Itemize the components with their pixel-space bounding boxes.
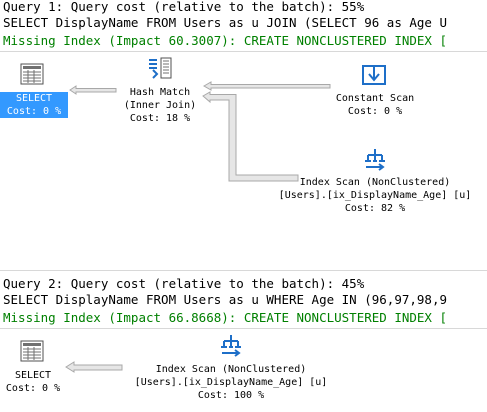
hash-match-icon[interactable] <box>147 56 173 80</box>
query1-sql: SELECT DisplayName FROM Users as u JOIN … <box>3 15 448 30</box>
query2-select-node[interactable]: SELECT Cost: 0 % <box>0 369 66 395</box>
query1-divider <box>0 51 487 52</box>
select-cost: Cost: 0 % <box>0 105 68 118</box>
hash-sub: (Inner Join) <box>123 100 197 111</box>
constant-label: Constant Scan <box>335 93 415 104</box>
select-icon[interactable] <box>20 340 44 362</box>
query2-sql: SELECT DisplayName FROM Users as u WHERE… <box>3 292 448 307</box>
select-label: SELECT <box>0 92 68 105</box>
index-cost: Cost: 100 % <box>197 390 265 401</box>
select-cost: Cost: 0 % <box>5 383 61 394</box>
query2-divider <box>0 328 487 329</box>
arrow-hash-to-select <box>69 85 117 95</box>
query1-arrows <box>69 81 331 182</box>
constant-scan-icon[interactable] <box>362 63 386 87</box>
index-scan-icon[interactable] <box>219 333 243 357</box>
index-scan-icon[interactable] <box>363 147 387 171</box>
query2-arrows <box>65 361 123 373</box>
index-object: [Users].[ix_DisplayName_Age] [u] <box>278 190 472 201</box>
query1-missing-index[interactable]: Missing Index (Impact 60.3007): CREATE N… <box>3 33 448 48</box>
hash-label: Hash Match <box>129 87 191 98</box>
index-label: Index Scan (NonClustered) <box>155 364 307 375</box>
query1-header: Query 1: Query cost (relative to the bat… <box>3 0 365 14</box>
hash-cost: Cost: 18 % <box>129 113 191 124</box>
arrow-index-to-select <box>65 361 123 373</box>
query2-missing-index[interactable]: Missing Index (Impact 66.8668): CREATE N… <box>3 310 448 325</box>
constant-cost: Cost: 0 % <box>347 106 403 117</box>
index-cost: Cost: 82 % <box>344 203 406 214</box>
arrow-index-to-hash <box>202 91 299 182</box>
query2-header: Query 2: Query cost (relative to the bat… <box>3 276 365 291</box>
query-separator <box>0 270 487 271</box>
index-label: Index Scan (NonClustered) <box>299 177 451 188</box>
query2-index-node[interactable]: Index Scan (NonClustered) [Users].[ix_Di… <box>118 363 344 402</box>
query1-hash-node[interactable]: Hash Match (Inner Join) Cost: 18 % <box>110 86 210 125</box>
select-icon[interactable] <box>20 63 44 85</box>
select-label: SELECT <box>14 370 52 381</box>
index-object: [Users].[ix_DisplayName_Age] [u] <box>134 377 328 388</box>
query1-select-node[interactable]: SELECT Cost: 0 % <box>0 92 68 118</box>
arrow-constant-to-hash <box>202 81 331 91</box>
query1-constant-node[interactable]: Constant Scan Cost: 0 % <box>320 92 430 118</box>
query1-index-node[interactable]: Index Scan (NonClustered) [Users].[ix_Di… <box>262 176 487 215</box>
